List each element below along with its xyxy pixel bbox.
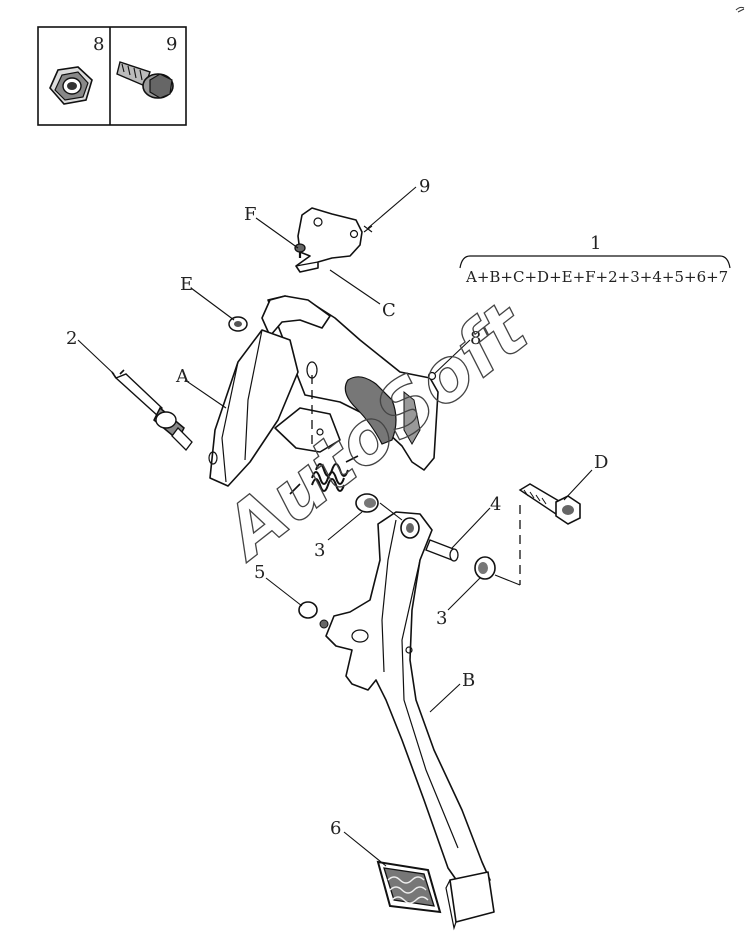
callout-2: 2 [66,328,77,349]
callout-9: 9 [419,176,430,197]
callout-4: 4 [490,494,501,515]
kit-callout: 1 A+B+C+D+E+F+2+3+4+5+6+7 [459,233,731,286]
alignment-lines [311,375,521,586]
return-spring-7 [289,455,359,495]
stopper-5 [298,601,329,629]
callout-e: E [180,274,193,295]
brake-switch-2 [111,369,193,451]
callout-b: B [462,670,475,691]
kit-contents-label: A+B+C+D+E+F+2+3+4+5+6+7 [465,268,728,286]
bolt-f [294,243,306,258]
hex-nut-icon [49,66,93,105]
callout-a: A [175,366,190,387]
callout-8: 8 [470,328,481,349]
bushing-3-upper [355,493,379,513]
legend-nut-label: 8 [93,34,104,55]
pedal-pad-6 [376,860,442,914]
callout-3-upper: 3 [314,540,325,561]
bracket-c [295,207,363,273]
corner-mark [735,6,745,13]
callout-f: F [244,204,257,225]
callout-5: 5 [254,562,265,583]
kit-number-label: 1 [590,233,601,254]
nut-e [228,316,248,332]
pivot-bolt-d [518,483,581,525]
fastener-legend-box: 8 9 [37,26,187,126]
pedal-bracket-a [208,295,439,495]
flange-bolt-icon [116,61,174,99]
legend-bolt-label: 9 [166,34,177,55]
callout-6: 6 [330,818,341,839]
callout-labels: F 9 E C 2 A 8 D 4 3 3 5 B 6 [66,176,608,839]
bushing-3-lower [474,556,496,580]
callout-c: C [382,300,396,321]
pedal-arm-b [325,511,495,931]
callout-d: D [594,452,608,473]
pivot-sleeve-4 [425,539,459,562]
leader-lines [77,186,593,867]
callout-3-lower: 3 [436,608,447,629]
